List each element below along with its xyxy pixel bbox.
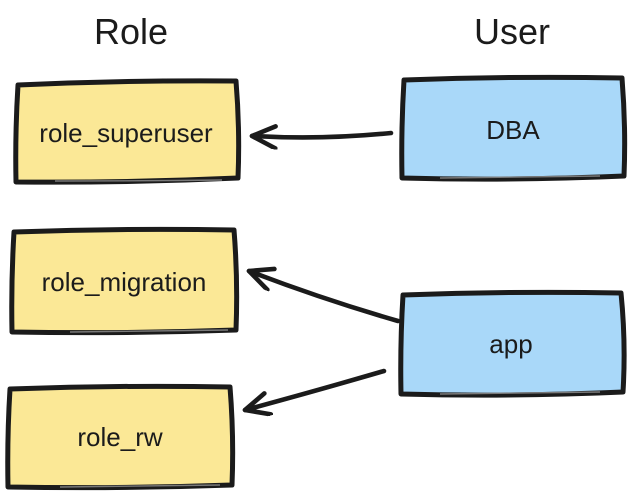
column-header-role: Role — [94, 11, 168, 52]
node-label-role-superuser: role_superuser — [39, 118, 213, 148]
node-label-dba: DBA — [486, 115, 540, 145]
node-user-app[interactable]: app — [398, 289, 627, 398]
node-role-migration[interactable]: role_migration — [9, 226, 240, 336]
edge-dba-to-role-superuser[interactable] — [249, 133, 394, 137]
node-label-role-rw: role_rw — [77, 422, 162, 452]
column-header-user: User — [474, 11, 550, 52]
node-role-superuser[interactable]: role_superuser — [13, 78, 242, 185]
node-user-dba[interactable]: DBA — [399, 74, 628, 182]
node-label-app: app — [489, 329, 532, 359]
edge-app-to-role-rw[interactable] — [245, 368, 387, 410]
edge-app-to-role-migration[interactable] — [246, 271, 401, 324]
node-label-role-migration: role_migration — [42, 267, 207, 297]
node-role-rw[interactable]: role_rw — [5, 383, 236, 491]
